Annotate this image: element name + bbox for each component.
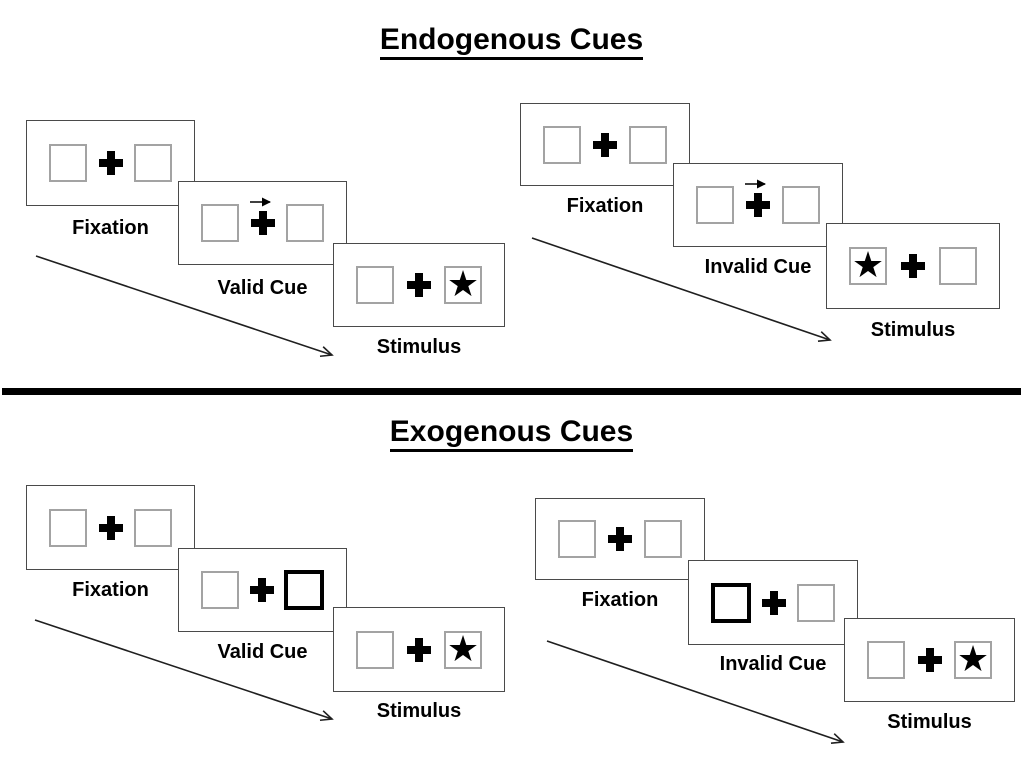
stimulus-panel: ★	[333, 243, 505, 327]
cue-panel	[178, 548, 347, 632]
target-star-icon: ★	[956, 639, 990, 680]
cue-panel	[688, 560, 858, 645]
fixation-cross-icon	[593, 132, 617, 157]
fixation-cross-icon	[917, 648, 942, 672]
fixation-cross-icon	[250, 211, 275, 235]
cue-box	[284, 570, 324, 610]
panel-label: Stimulus	[870, 319, 956, 341]
left-box	[867, 641, 905, 679]
stimulus-panel: ★	[844, 618, 1015, 702]
section-title-exogenous: Exogenous Cues	[0, 414, 1023, 452]
panel-label: Valid Cue	[217, 641, 308, 663]
left-box	[696, 186, 734, 224]
panel-label: Invalid Cue	[704, 256, 812, 278]
fixation-cross-icon	[762, 590, 786, 615]
left-box	[356, 630, 394, 669]
fixation-panel	[26, 485, 195, 570]
section-title-exogenous-text: Exogenous Cues	[389, 415, 634, 452]
cue-arrow-icon	[249, 197, 271, 207]
right-box	[782, 186, 820, 224]
fixation-panel	[520, 103, 690, 186]
time-arrow	[546, 640, 845, 744]
cue-box	[711, 582, 751, 623]
cue-panel	[178, 181, 347, 265]
right-box	[939, 247, 977, 285]
panel-label: Invalid Cue	[719, 653, 827, 675]
right-box	[134, 144, 172, 182]
fixation-cross-icon	[608, 527, 632, 551]
fixation-cross-icon	[746, 193, 770, 217]
target-box: ★	[444, 266, 482, 304]
fixation-cross-icon	[901, 254, 925, 278]
left-box	[558, 520, 596, 558]
fixation-cross-icon	[249, 578, 274, 602]
panel-label: Fixation	[581, 589, 659, 611]
left-box	[201, 204, 239, 242]
fixation-cross-icon	[407, 637, 431, 662]
section-title-endogenous: Endogenous Cues	[0, 22, 1023, 60]
right-box	[797, 583, 835, 622]
panel-label: Stimulus	[376, 700, 462, 722]
right-box	[629, 125, 667, 164]
panel-label: Valid Cue	[217, 277, 308, 299]
panel-label: Stimulus	[376, 336, 462, 358]
fixation-cross-icon	[407, 273, 431, 297]
stimulus-panel: ★	[826, 223, 1000, 309]
cue-panel	[673, 163, 843, 247]
right-box	[286, 204, 324, 242]
right-box	[644, 520, 682, 558]
target-star-icon: ★	[446, 264, 480, 305]
left-box	[356, 266, 394, 304]
stimulus-panel: ★	[333, 607, 505, 692]
panel-label: Fixation	[72, 579, 149, 601]
target-star-icon: ★	[446, 628, 480, 670]
section-divider	[2, 388, 1021, 395]
fixation-panel	[535, 498, 705, 580]
fixation-panel	[26, 120, 195, 206]
left-box	[543, 125, 581, 164]
time-arrow	[531, 237, 832, 342]
panel-label: Fixation	[72, 217, 149, 239]
left-box	[49, 508, 87, 547]
fixation-cross-icon	[98, 515, 123, 540]
panel-label: Stimulus	[887, 711, 972, 733]
left-box	[201, 571, 239, 609]
target-box: ★	[444, 628, 482, 670]
target-star-icon: ★	[851, 245, 885, 286]
target-box: ★	[849, 247, 887, 285]
section-title-endogenous-text: Endogenous Cues	[379, 23, 644, 60]
time-arrow	[35, 255, 334, 358]
panel-label: Fixation	[566, 195, 644, 217]
time-arrow	[34, 619, 334, 722]
cue-arrow-icon	[745, 179, 766, 189]
target-box: ★	[954, 641, 992, 679]
right-box	[134, 508, 172, 547]
left-box	[49, 144, 87, 182]
fixation-cross-icon	[98, 151, 123, 175]
